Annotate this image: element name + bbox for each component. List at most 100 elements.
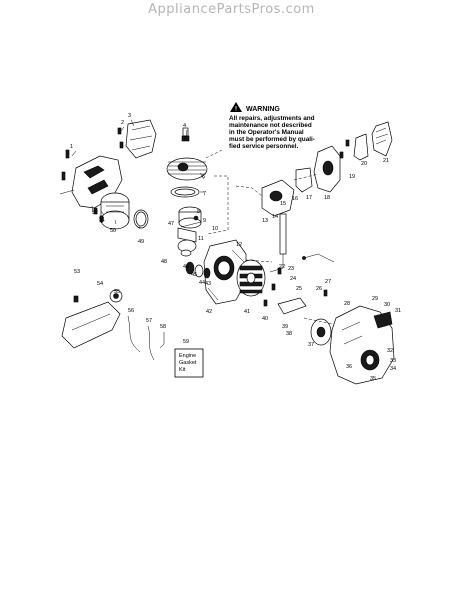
throttle-cable-26[interactable] — [302, 253, 335, 263]
callout-25[interactable]: 25 — [296, 286, 302, 292]
muffler-body[interactable] — [100, 192, 130, 230]
callout-11[interactable]: 11 — [198, 236, 204, 242]
crankshaft-47[interactable] — [177, 227, 197, 257]
engine-gasket-kit-box[interactable]: Engine Gasket Kit — [174, 348, 204, 378]
callout-53[interactable]: 53 — [74, 269, 80, 275]
callout-55[interactable]: 55 — [114, 289, 120, 295]
carburetor-15[interactable] — [261, 179, 295, 217]
callout-20[interactable]: 20 — [361, 161, 367, 167]
callout-33[interactable]: 33 — [390, 358, 396, 364]
callout-3[interactable]: 3 — [128, 113, 131, 119]
callout-4[interactable]: 4 — [183, 123, 186, 129]
ignition-module-39[interactable] — [277, 297, 307, 315]
flywheel-41[interactable] — [236, 259, 266, 297]
callout-44[interactable]: 44 — [199, 280, 205, 286]
callout-13[interactable]: 13 — [262, 218, 268, 224]
spark-plug-5[interactable] — [181, 127, 190, 142]
callout-7[interactable]: 7 — [203, 191, 206, 197]
callout-5[interactable]: 5 — [184, 136, 187, 142]
callout-23[interactable]: 23 — [288, 266, 294, 272]
svg-text:!: ! — [235, 107, 237, 113]
muffler-gasket-49[interactable] — [133, 209, 149, 229]
callout-34[interactable]: 34 — [390, 366, 396, 372]
spark-arrestor-55[interactable] — [109, 289, 123, 303]
callout-57[interactable]: 57 — [146, 318, 152, 324]
callout-31[interactable]: 31 — [395, 308, 401, 314]
fuel-line-57[interactable] — [147, 325, 155, 361]
callout-43[interactable]: 43 — [205, 281, 211, 287]
callout-36[interactable]: 36 — [346, 364, 352, 370]
callout-35[interactable]: 35 — [370, 376, 376, 382]
fuel-line-56[interactable] — [127, 315, 141, 353]
callout-16[interactable]: 16 — [292, 196, 298, 202]
callout-45[interactable]: 45 — [191, 272, 197, 278]
air-filter-housing-18[interactable] — [313, 145, 341, 193]
callout-54[interactable]: 54 — [97, 281, 103, 287]
callout-39[interactable]: 39 — [282, 324, 288, 330]
warning-line: All repairs, adjustments and — [229, 115, 315, 122]
throttle-rod-23[interactable] — [269, 213, 287, 273]
screws-misc[interactable] — [61, 127, 350, 307]
callout-27[interactable]: 27 — [325, 279, 331, 285]
clip-58[interactable] — [159, 332, 165, 349]
callout-21[interactable]: 21 — [383, 158, 389, 164]
warning-title: WARNING — [246, 106, 280, 113]
bearings-seals[interactable] — [185, 261, 211, 279]
callout-17[interactable]: 17 — [306, 195, 312, 201]
warning-line: maintenance not described — [229, 122, 312, 129]
callout-48[interactable]: 48 — [161, 259, 167, 265]
heat-shield-54[interactable] — [61, 301, 121, 349]
cylinder-6[interactable] — [166, 157, 208, 181]
callout-9[interactable]: 9 — [203, 218, 206, 224]
site-watermark: AppliancePartsPros.com — [148, 2, 315, 17]
assembly-line — [207, 175, 229, 235]
callout-6[interactable]: 6 — [202, 174, 205, 180]
callout-46[interactable]: 46 — [183, 264, 189, 270]
callout-40[interactable]: 40 — [262, 316, 268, 322]
primer-bulb-17[interactable] — [295, 167, 313, 193]
callout-18[interactable]: 18 — [324, 195, 330, 201]
cylinder-gasket-7[interactable] — [170, 186, 200, 198]
callout-10[interactable]: 10 — [212, 226, 218, 232]
kit-label-line: Kit — [179, 367, 186, 373]
callout-49[interactable]: 49 — [138, 239, 144, 245]
assembly-line — [245, 259, 273, 263]
callout-2[interactable]: 2 — [121, 120, 124, 126]
air-filter-cover-21[interactable] — [371, 121, 393, 157]
callout-41[interactable]: 41 — [244, 309, 250, 315]
callout-1[interactable]: 1 — [70, 144, 73, 150]
callout-58[interactable]: 58 — [160, 324, 166, 330]
warning-note: ! WARNING All repairs, adjustments and m… — [229, 102, 315, 150]
warning-line: fied service personnel. — [229, 143, 298, 150]
callout-19[interactable]: 19 — [349, 174, 355, 180]
starter-pulley-37[interactable] — [310, 318, 332, 346]
callout-28[interactable]: 28 — [344, 301, 350, 307]
cylinder-shroud[interactable] — [125, 119, 157, 159]
callout-59[interactable]: 59 — [183, 339, 189, 345]
callout-32[interactable]: 32 — [387, 348, 393, 354]
callout-42[interactable]: 42 — [206, 309, 212, 315]
air-filter-20[interactable] — [353, 133, 369, 161]
callout-29[interactable]: 29 — [372, 296, 378, 302]
callout-37[interactable]: 37 — [308, 342, 314, 348]
starter-handle-31[interactable] — [373, 311, 393, 329]
callout-56[interactable]: 56 — [128, 308, 134, 314]
callout-47[interactable]: 47 — [168, 221, 174, 227]
callout-14[interactable]: 14 — [272, 214, 278, 220]
callout-22[interactable]: 22 — [279, 264, 285, 270]
callout-8[interactable]: 8 — [197, 209, 200, 215]
callout-26[interactable]: 26 — [316, 286, 322, 292]
callout-15[interactable]: 15 — [280, 201, 286, 207]
bolt-53[interactable] — [73, 295, 79, 303]
callout-38[interactable]: 38 — [286, 331, 292, 337]
assembly-line — [205, 149, 223, 159]
assembly-line — [235, 185, 263, 197]
callout-30[interactable]: 30 — [384, 302, 390, 308]
callout-12[interactable]: 12 — [236, 242, 242, 248]
callout-50[interactable]: 50 — [110, 228, 116, 234]
piston-8[interactable] — [178, 206, 202, 229]
callout-24[interactable]: 24 — [290, 276, 296, 282]
callout-51[interactable]: 51 — [99, 217, 105, 223]
callout-52[interactable]: 52 — [92, 210, 98, 216]
